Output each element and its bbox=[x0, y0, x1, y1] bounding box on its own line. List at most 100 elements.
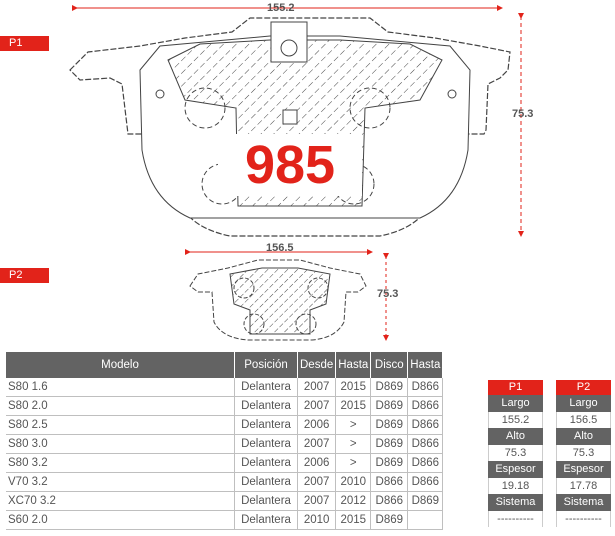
cell-posicion: Delantera bbox=[234, 434, 298, 454]
cell-desde: 2007 bbox=[297, 472, 337, 492]
cell-modelo: S80 1.6 bbox=[6, 378, 235, 397]
cell-disco: D869 bbox=[370, 453, 409, 473]
col-hasta-2: Hasta bbox=[407, 352, 444, 378]
cell-hasta: > bbox=[335, 453, 372, 473]
cell-posicion: Delantera bbox=[234, 491, 298, 511]
cell-hasta: > bbox=[335, 434, 372, 454]
p1-width-label: 155.2 bbox=[267, 2, 295, 14]
cell-disco: D869 bbox=[370, 378, 409, 397]
p2-piston-lower-left bbox=[243, 313, 265, 335]
cell-hasta: 2015 bbox=[335, 378, 372, 397]
p1-code-label: 985 bbox=[244, 135, 336, 195]
spec-largo-label: Largo bbox=[488, 395, 543, 412]
p2-piston-lower-right bbox=[295, 313, 317, 335]
p2-friction-material bbox=[229, 267, 331, 335]
cell-hasta-2: D866 bbox=[407, 396, 444, 416]
cell-desde: 2006 bbox=[297, 415, 337, 435]
spec-espesor-value: 19.18 bbox=[488, 478, 543, 494]
spec-largo-label: Largo bbox=[556, 395, 611, 412]
cell-hasta: > bbox=[335, 415, 372, 435]
cell-modelo: S80 2.5 bbox=[6, 415, 235, 435]
col-modelo: Modelo bbox=[6, 352, 235, 378]
cell-hasta-2: D866 bbox=[407, 472, 444, 492]
col-disco: Disco bbox=[370, 352, 409, 378]
p2-width-label: 156.5 bbox=[266, 242, 294, 254]
cell-desde: 2007 bbox=[297, 396, 337, 416]
cell-disco: D869 bbox=[370, 415, 409, 435]
spec-espesor-value: 17.78 bbox=[556, 478, 611, 494]
col-hasta: Hasta bbox=[335, 352, 372, 378]
spec-largo-value: 156.5 bbox=[556, 412, 611, 428]
cell-desde: 2010 bbox=[297, 510, 337, 530]
spec-card-p1: P1 Largo 155.2 Alto 75.3 Espesor 19.18 S… bbox=[488, 380, 543, 527]
cell-modelo: V70 3.2 bbox=[6, 472, 235, 492]
cell-modelo: S80 3.2 bbox=[6, 453, 235, 473]
cell-hasta-2: D866 bbox=[407, 378, 444, 397]
cell-hasta-2: D866 bbox=[407, 453, 444, 473]
cell-posicion: Delantera bbox=[234, 510, 298, 530]
cell-disco: D866 bbox=[370, 472, 409, 492]
p1-code-box bbox=[218, 134, 362, 196]
p1-piston-lower-right bbox=[333, 163, 375, 205]
p2-piston-left bbox=[233, 277, 255, 299]
p1-tab-hole bbox=[280, 39, 298, 57]
p2-tag: P2 bbox=[0, 268, 49, 283]
cell-hasta-2 bbox=[407, 510, 444, 530]
spec-sistema-value: ---------- bbox=[488, 511, 543, 527]
cell-disco: D869 bbox=[370, 510, 409, 530]
p1-hole-right bbox=[447, 89, 457, 99]
cell-disco: D866 bbox=[370, 491, 409, 511]
spec-sistema-value: ---------- bbox=[556, 511, 611, 527]
spec-title: P2 bbox=[556, 380, 611, 395]
cell-modelo: S80 2.0 bbox=[6, 396, 235, 416]
cell-posicion: Delantera bbox=[234, 472, 298, 492]
p1-height-label: 75.3 bbox=[512, 108, 534, 120]
spec-espesor-label: Espesor bbox=[556, 461, 611, 478]
p2-pad-drawing bbox=[185, 249, 389, 341]
p1-center-clip bbox=[282, 109, 298, 125]
cell-desde: 2007 bbox=[297, 378, 337, 397]
cell-modelo: S60 2.0 bbox=[6, 510, 235, 530]
cell-posicion: Delantera bbox=[234, 415, 298, 435]
spec-alto-label: Alto bbox=[556, 428, 611, 445]
p1-piston-left bbox=[184, 87, 226, 129]
spec-largo-value: 155.2 bbox=[488, 412, 543, 428]
spec-sistema-label: Sistema bbox=[556, 494, 611, 511]
table-header-row: Modelo Posición Desde Hasta Disco Hasta bbox=[6, 352, 444, 378]
p1-friction-material bbox=[167, 39, 443, 207]
cell-posicion: Delantera bbox=[234, 396, 298, 416]
p1-hole-left bbox=[155, 89, 165, 99]
spec-alto-value: 75.3 bbox=[556, 445, 611, 461]
col-desde: Desde bbox=[297, 352, 337, 378]
cell-hasta: 2012 bbox=[335, 491, 372, 511]
cell-modelo: XC70 3.2 bbox=[6, 491, 235, 511]
cell-disco: D869 bbox=[370, 434, 409, 454]
col-posicion: Posición bbox=[234, 352, 298, 378]
cell-hasta-2: D866 bbox=[407, 415, 444, 435]
cell-modelo: S80 3.0 bbox=[6, 434, 235, 454]
p1-piston-right bbox=[349, 87, 391, 129]
spec-sistema-label: Sistema bbox=[488, 494, 543, 511]
cell-desde: 2007 bbox=[297, 491, 337, 511]
spec-card-p2: P2 Largo 156.5 Alto 75.3 Espesor 17.78 S… bbox=[556, 380, 611, 527]
p2-height-label: 75.3 bbox=[377, 288, 399, 300]
cell-desde: 2007 bbox=[297, 434, 337, 454]
cell-hasta-2: D866 bbox=[407, 434, 444, 454]
cell-posicion: Delantera bbox=[234, 453, 298, 473]
spec-title: P1 bbox=[488, 380, 543, 395]
p2-piston-right bbox=[307, 277, 329, 299]
models-table: Modelo Posición Desde Hasta Disco Hasta … bbox=[6, 352, 444, 530]
spec-alto-value: 75.3 bbox=[488, 445, 543, 461]
spec-espesor-label: Espesor bbox=[488, 461, 543, 478]
cell-hasta: 2015 bbox=[335, 396, 372, 416]
cell-hasta-2: D869 bbox=[407, 491, 444, 511]
p1-tag: P1 bbox=[0, 36, 49, 51]
cell-disco: D869 bbox=[370, 396, 409, 416]
spec-alto-label: Alto bbox=[488, 428, 543, 445]
